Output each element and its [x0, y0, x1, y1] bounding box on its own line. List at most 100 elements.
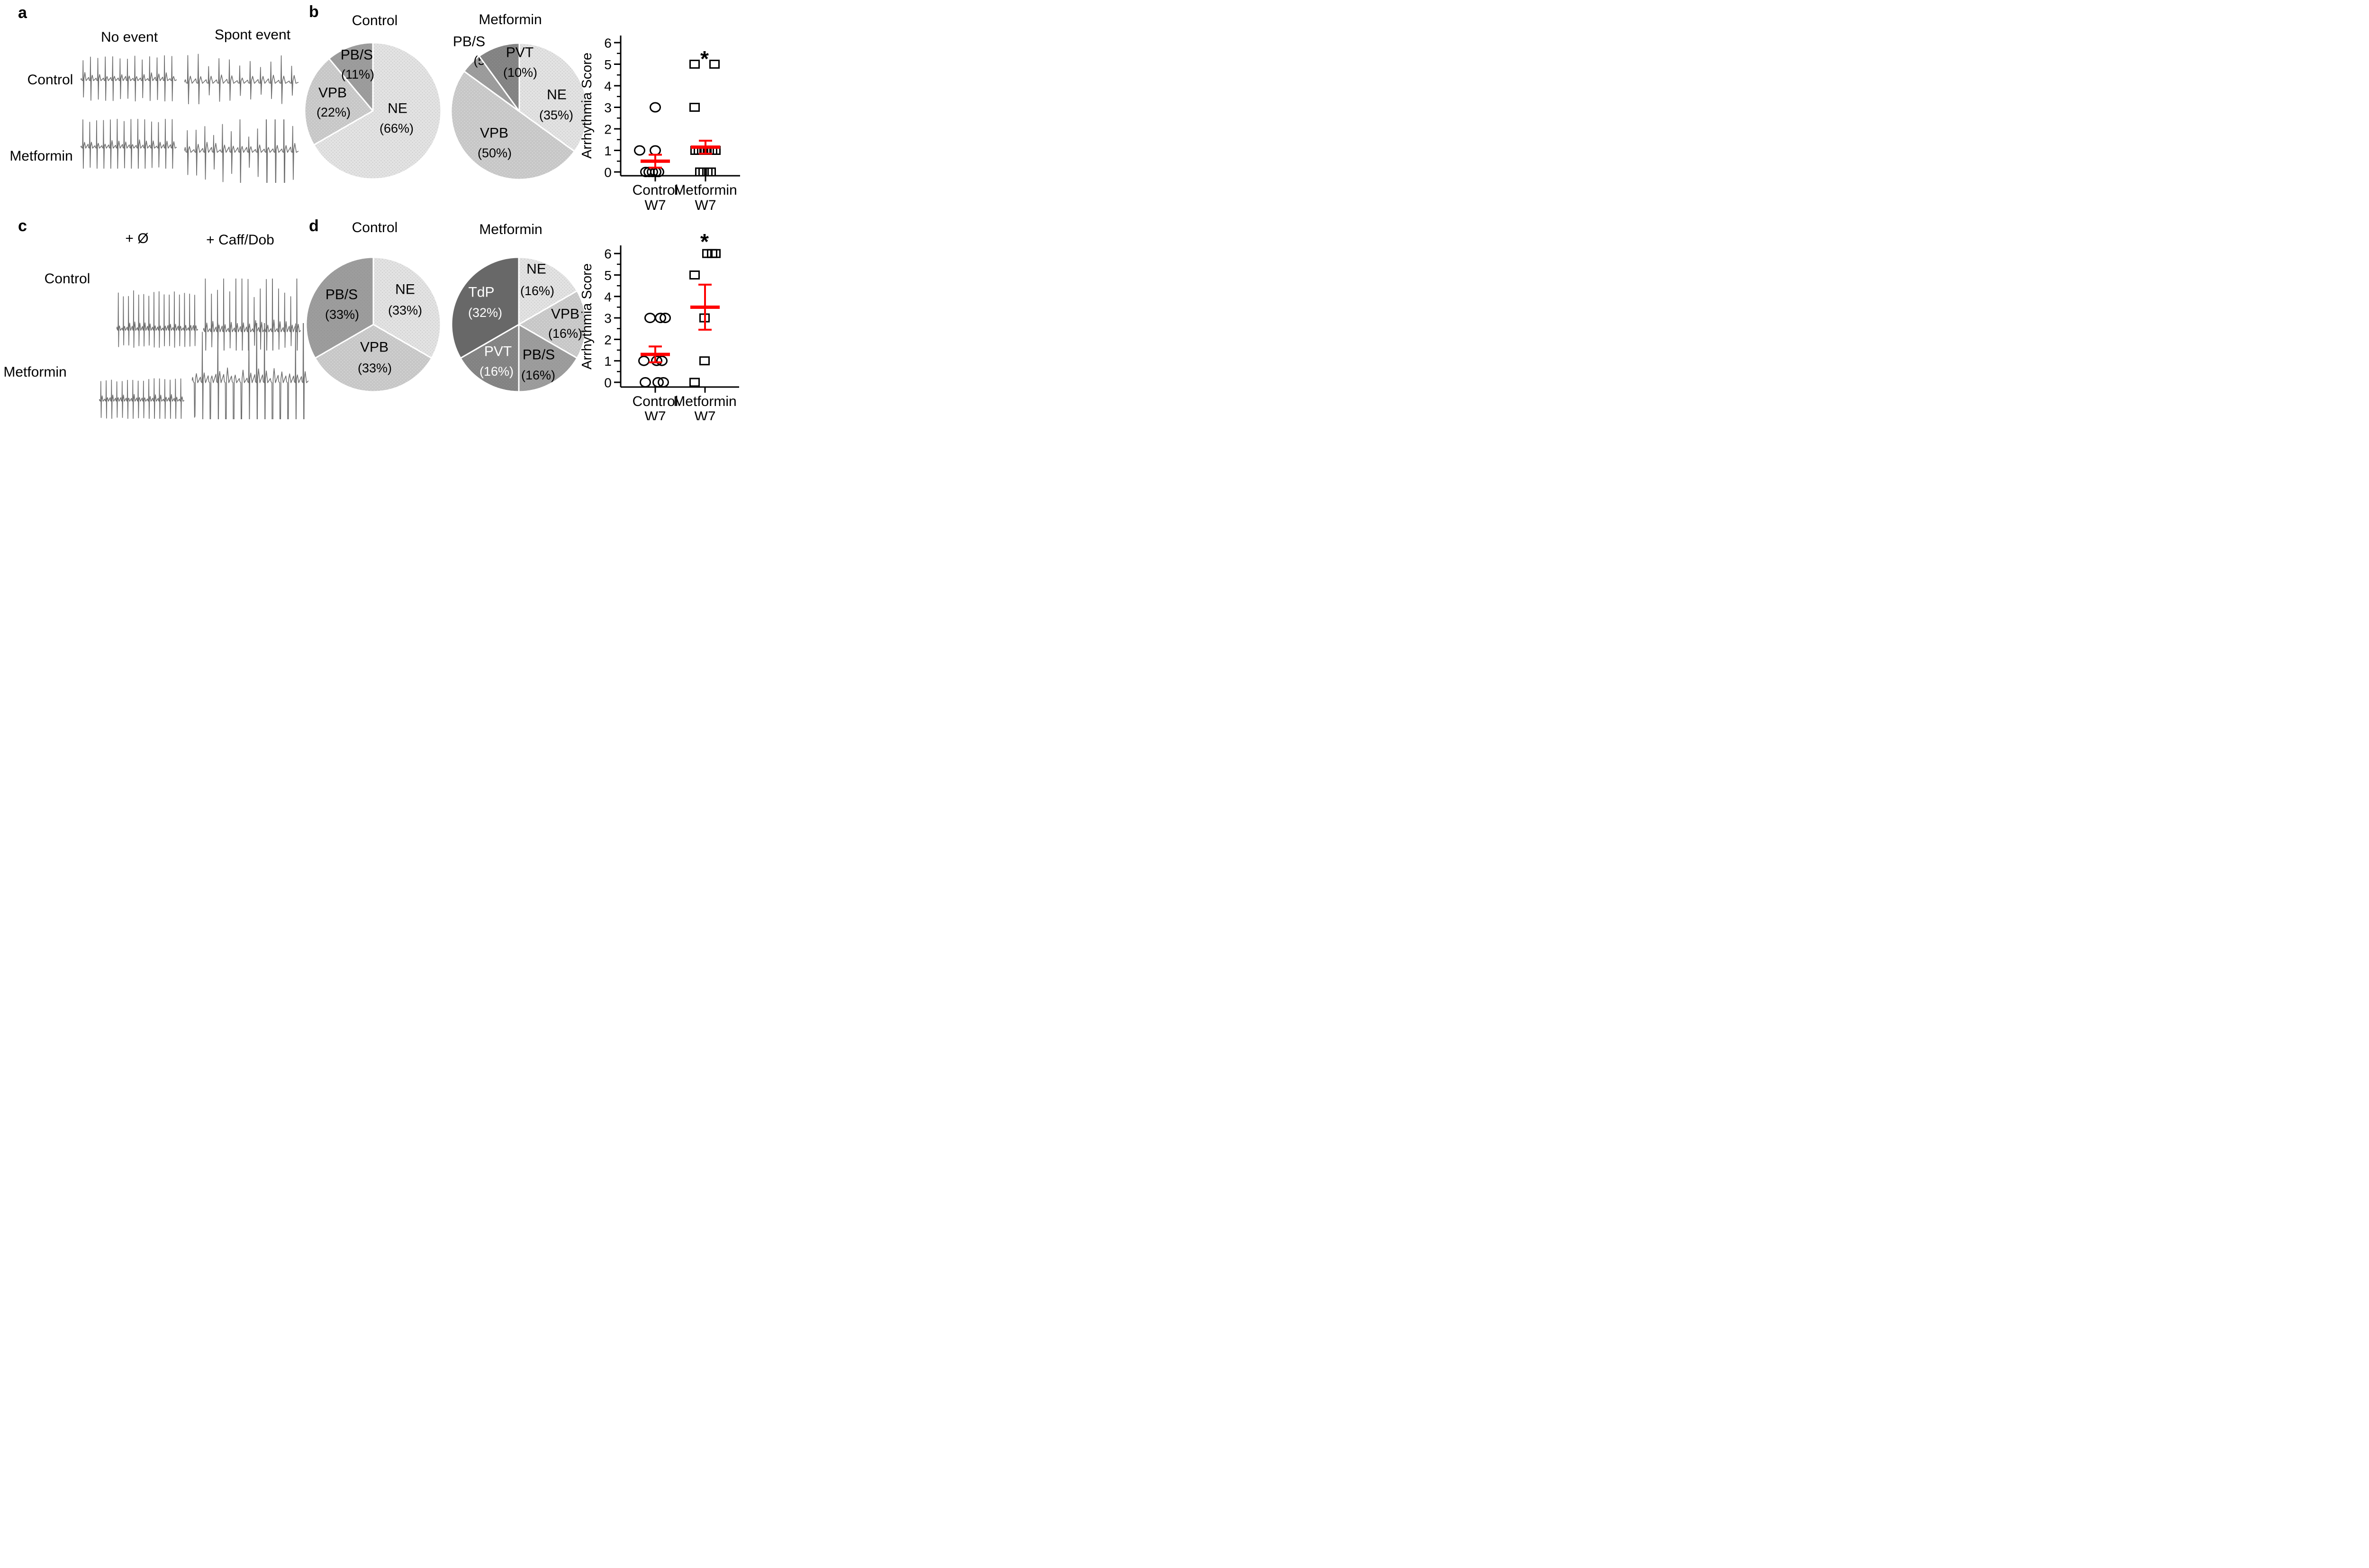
y-tick-label: 0 [604, 165, 612, 180]
pie-slice-label: VPB [551, 306, 579, 322]
pie-slice-label: PB/S [326, 287, 358, 303]
data-point-circle [650, 102, 661, 113]
pie-slice-vpb [450, 70, 575, 180]
panel-a-col-no-event: No event [100, 29, 158, 45]
pie-slice-label: PVT [506, 45, 533, 61]
pie-b-metformin-title: Metformin [479, 12, 542, 27]
data-point-square [705, 167, 716, 177]
pie-slice-pct-label: (10%) [503, 65, 537, 80]
pie-slice-label: NE [526, 261, 546, 277]
panel-c-col-phi: + Ø [125, 231, 149, 246]
pie-d-control-title: Control [352, 220, 398, 235]
ecg-waveform [117, 290, 198, 348]
panel-a-col-spont-event: Spont event [214, 27, 291, 43]
pie-slice-label: TdP [468, 285, 494, 300]
ecg-waveform [184, 54, 298, 104]
pie-slice-pct-label: (11%) [341, 67, 374, 81]
pie-slice-pct-label: (33%) [325, 307, 359, 322]
ecg-waveform [184, 119, 298, 183]
y-tick-label: 1 [604, 144, 612, 158]
y-axis-title: Arrhythmia Score [579, 53, 595, 159]
y-tick-label: 3 [604, 100, 612, 115]
pie-slice-pct-label: (22%) [316, 105, 351, 119]
pie-slice-vpb [518, 290, 587, 359]
y-tick-label: 6 [604, 247, 612, 261]
panel-c-col-caffdob: + Caff/Dob [206, 232, 274, 248]
x-group-label: Metformin [674, 182, 737, 198]
ecg-waveform [81, 118, 177, 169]
pie-slice-pvt [460, 324, 520, 393]
x-group-label: Control [633, 394, 678, 409]
pie-slice-pb-s [305, 256, 374, 359]
data-point-square [689, 378, 700, 387]
ecg-waveform [81, 55, 177, 101]
y-tick-label: 4 [604, 289, 612, 304]
data-point-circle [650, 145, 661, 156]
y-tick-label: 0 [604, 376, 612, 390]
pie-slice-ne [372, 256, 442, 359]
pie-slice-pct-label: (33%) [358, 361, 392, 375]
pie-slice-label: VPB [360, 340, 389, 355]
significance-asterisk: * [700, 46, 709, 71]
pie-slice-pct-label: (16%) [520, 284, 554, 298]
data-point-square [699, 356, 710, 366]
panel-a-row-metformin: Metformin [9, 148, 73, 164]
data-point-circle [660, 313, 671, 324]
x-group-label: Metformin [673, 394, 736, 409]
pie-slice-label: NE [388, 101, 407, 117]
pie-slice-label: PVT [484, 344, 512, 360]
data-point-square [709, 60, 720, 69]
panel-a-row-control: Control [27, 72, 73, 88]
panel-d-letter: d [309, 217, 319, 235]
pie-chart-d-control: NE(33%)VPB(33%)PB/S(33%) [271, 217, 476, 406]
data-point-circle [652, 377, 664, 387]
pie-slice-pvt [478, 42, 520, 112]
y-tick-label: 6 [604, 36, 612, 51]
data-point-square [710, 249, 721, 258]
panel-c-row-control: Control [44, 271, 90, 287]
pie-slice-label: VPB [480, 126, 508, 141]
ecg-trace-a-metformin-spont-event [184, 119, 298, 183]
pie-slice-pct-label: (32%) [468, 306, 502, 320]
data-point-circle [634, 145, 645, 156]
pie-slice-pct-label: (50%) [478, 146, 512, 160]
x-group-label: Control [633, 182, 678, 198]
y-tick-label: 2 [604, 122, 612, 137]
data-point-square [689, 270, 700, 279]
pie-slice-label: VPB [318, 85, 347, 101]
data-point-circle [656, 355, 668, 366]
pie-slice-label: PB/S [453, 34, 485, 50]
ecg-trace-a-metformin-no-event [81, 117, 177, 169]
pie-slice-vpb [304, 58, 374, 146]
pie-chart-d-metformin: NE(16%)VPB(16%)PB/S(16%)PVT(16%)TdP(32%) [416, 217, 622, 406]
y-tick-label: 4 [604, 79, 612, 94]
panel-c-letter: c [18, 217, 27, 235]
panel-c-row-metformin: Metformin [3, 364, 67, 380]
ecg-waveform [192, 323, 308, 419]
ecg-trace-a-control-spont-event [184, 49, 298, 104]
data-point-square [689, 60, 700, 69]
pie-slice-ne [518, 256, 578, 325]
pie-b-control-title: Control [352, 13, 398, 28]
x-group-sublabel: W7 [645, 409, 666, 420]
ecg-trace-c-metformin-caffdob [192, 323, 308, 419]
panel-b-letter: b [309, 3, 319, 21]
ecg-trace-c-metformin-phi [99, 378, 184, 419]
pie-slice-pct-label: (35%) [539, 108, 573, 122]
pie-slice-tdp [451, 256, 520, 359]
y-tick-label: 3 [604, 311, 612, 326]
pie-slice-pct-label: (66%) [380, 121, 414, 135]
y-tick-label: 5 [604, 268, 612, 283]
data-point-circle [651, 355, 662, 366]
significance-asterisk: * [700, 229, 709, 254]
pie-slice-ne [313, 42, 442, 180]
figure-root: a b c d No event Spont event Control Met… [0, 0, 741, 420]
y-axis-title: Arrhythmia Score [579, 263, 595, 369]
y-tick-label: 1 [604, 354, 612, 369]
data-point-circle [658, 377, 669, 387]
pie-slice-label: NE [395, 282, 415, 297]
x-group-sublabel: W7 [695, 409, 716, 420]
x-group-sublabel: W7 [695, 198, 716, 213]
ecg-trace-a-control-no-event [81, 52, 177, 101]
